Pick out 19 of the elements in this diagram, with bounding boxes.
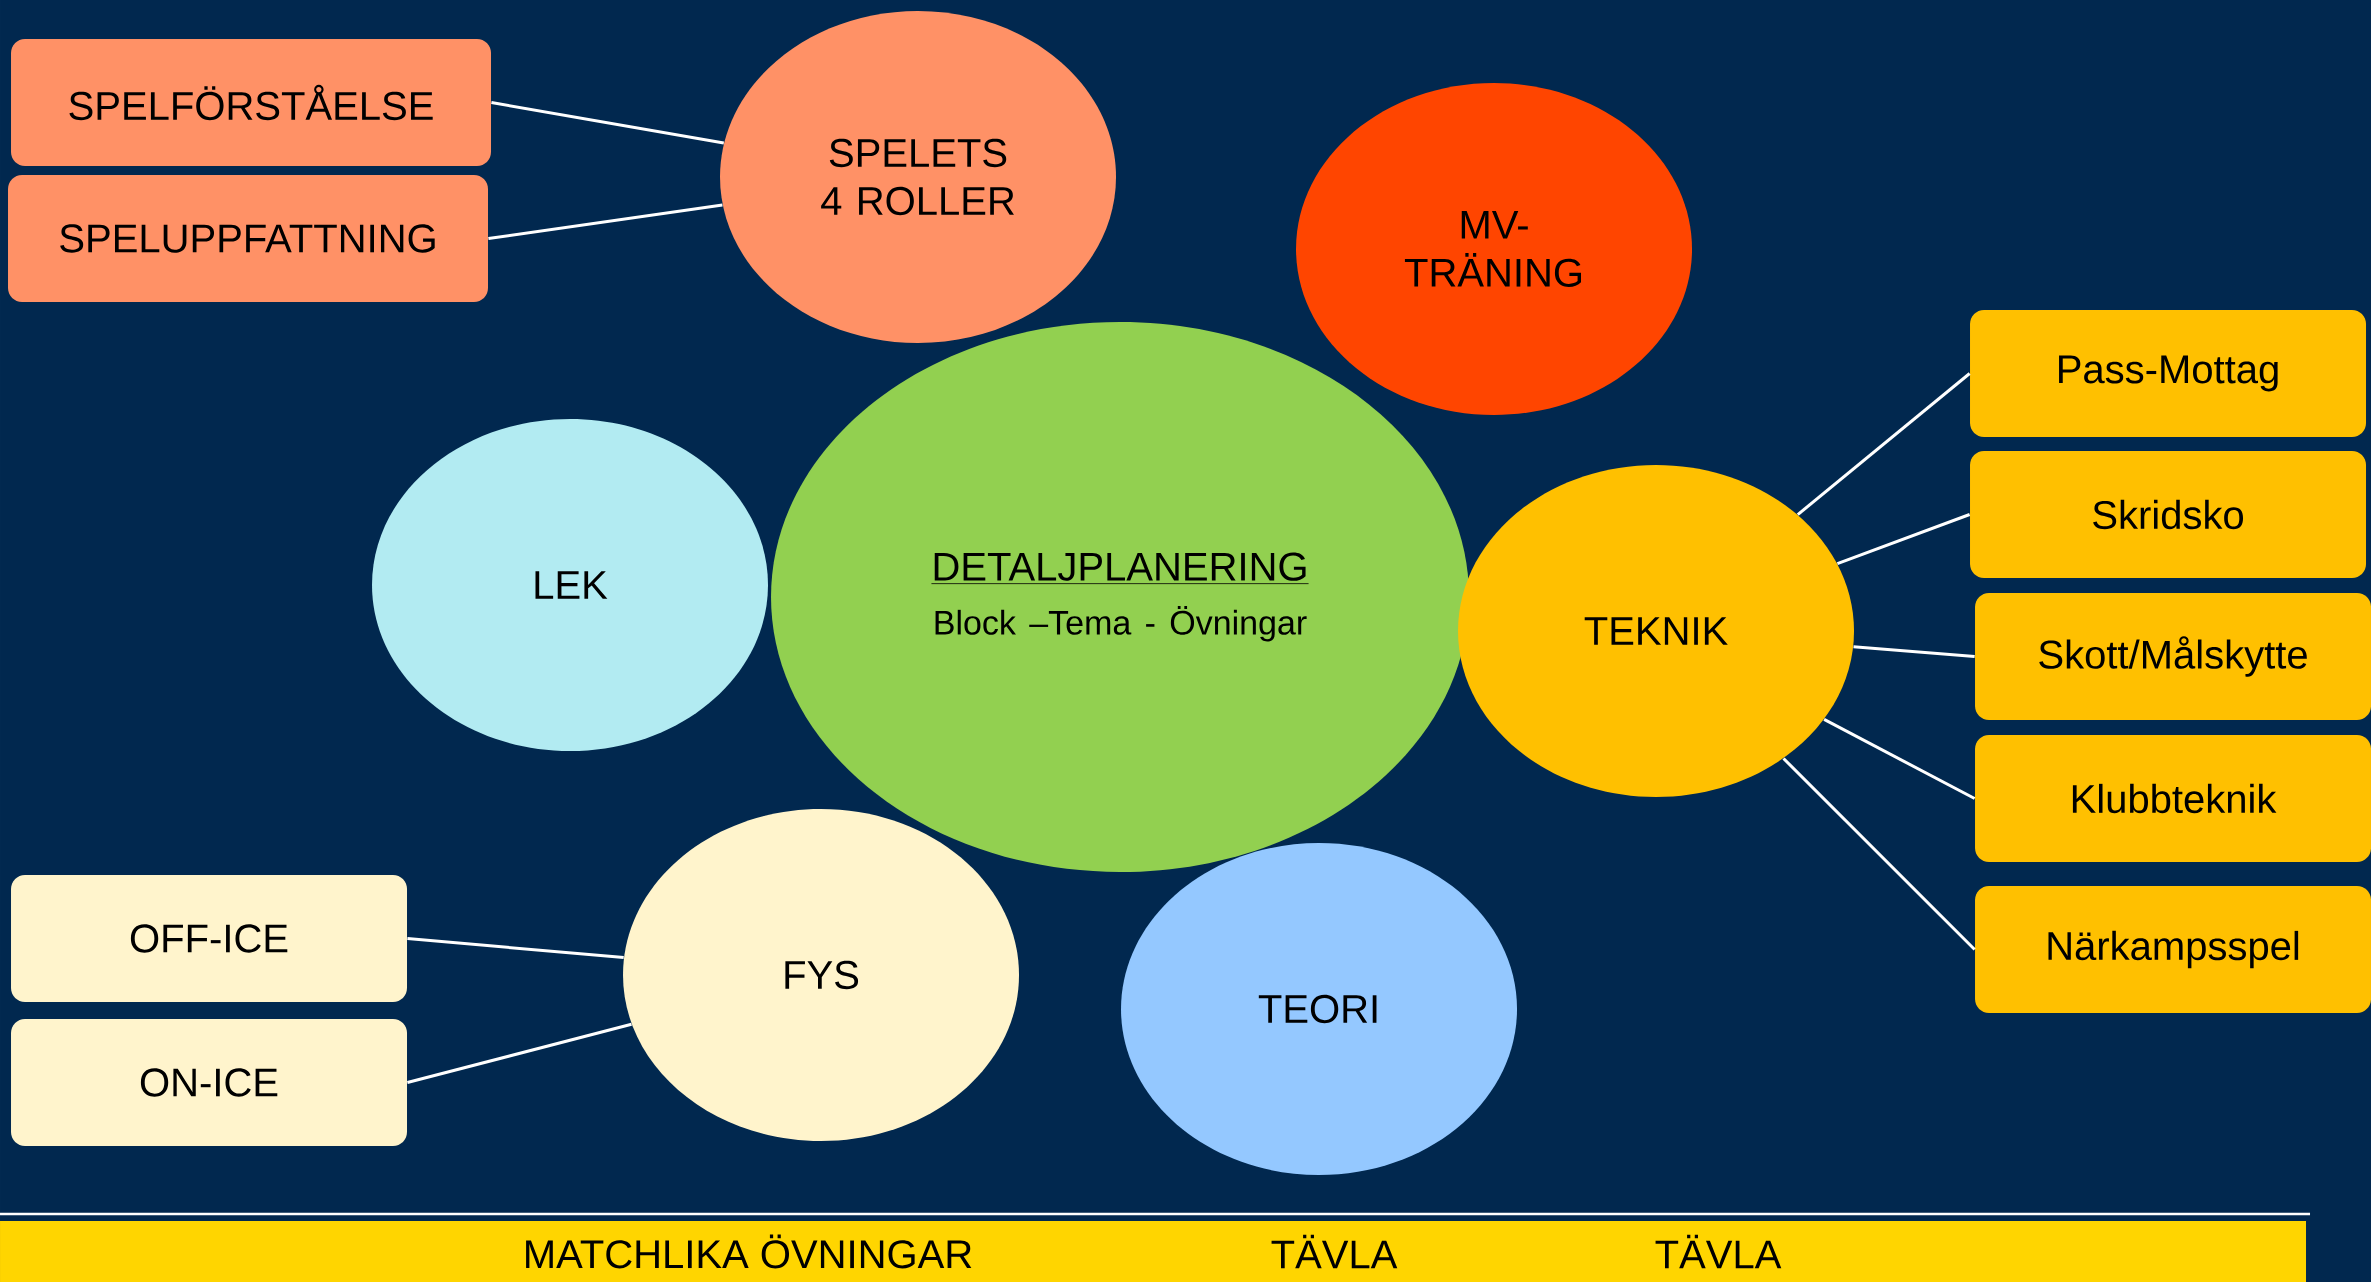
connector-line xyxy=(407,1022,632,1084)
skill-box: Skott/Målskytte xyxy=(1975,593,2371,720)
skill-box: OFF-ICE xyxy=(11,875,407,1002)
skill-box: SPELUPPFATTNING xyxy=(8,175,488,302)
skill-box: Pass-Mottag xyxy=(1970,310,2366,437)
skill-box: Skridsko xyxy=(1970,451,2366,578)
connector-line xyxy=(1853,645,1975,658)
connector-line xyxy=(491,101,725,145)
skill-box: Klubbteknik xyxy=(1975,735,2371,862)
skill-box: SPELFÖRSTÅELSE xyxy=(11,39,491,166)
connector-line xyxy=(1823,718,1976,800)
connector-line xyxy=(1796,372,1971,516)
connector-line xyxy=(407,937,624,960)
connector-line xyxy=(1782,757,1976,951)
skill-box: Närkampsspel xyxy=(1975,886,2371,1013)
skill-box: ON-ICE xyxy=(11,1019,407,1146)
bottom-band: MATCHLIKA ÖVNINGAR TÄVLA TÄVLA xyxy=(0,1221,2306,1282)
connector-line xyxy=(488,203,723,240)
connector-line xyxy=(1836,513,1971,566)
